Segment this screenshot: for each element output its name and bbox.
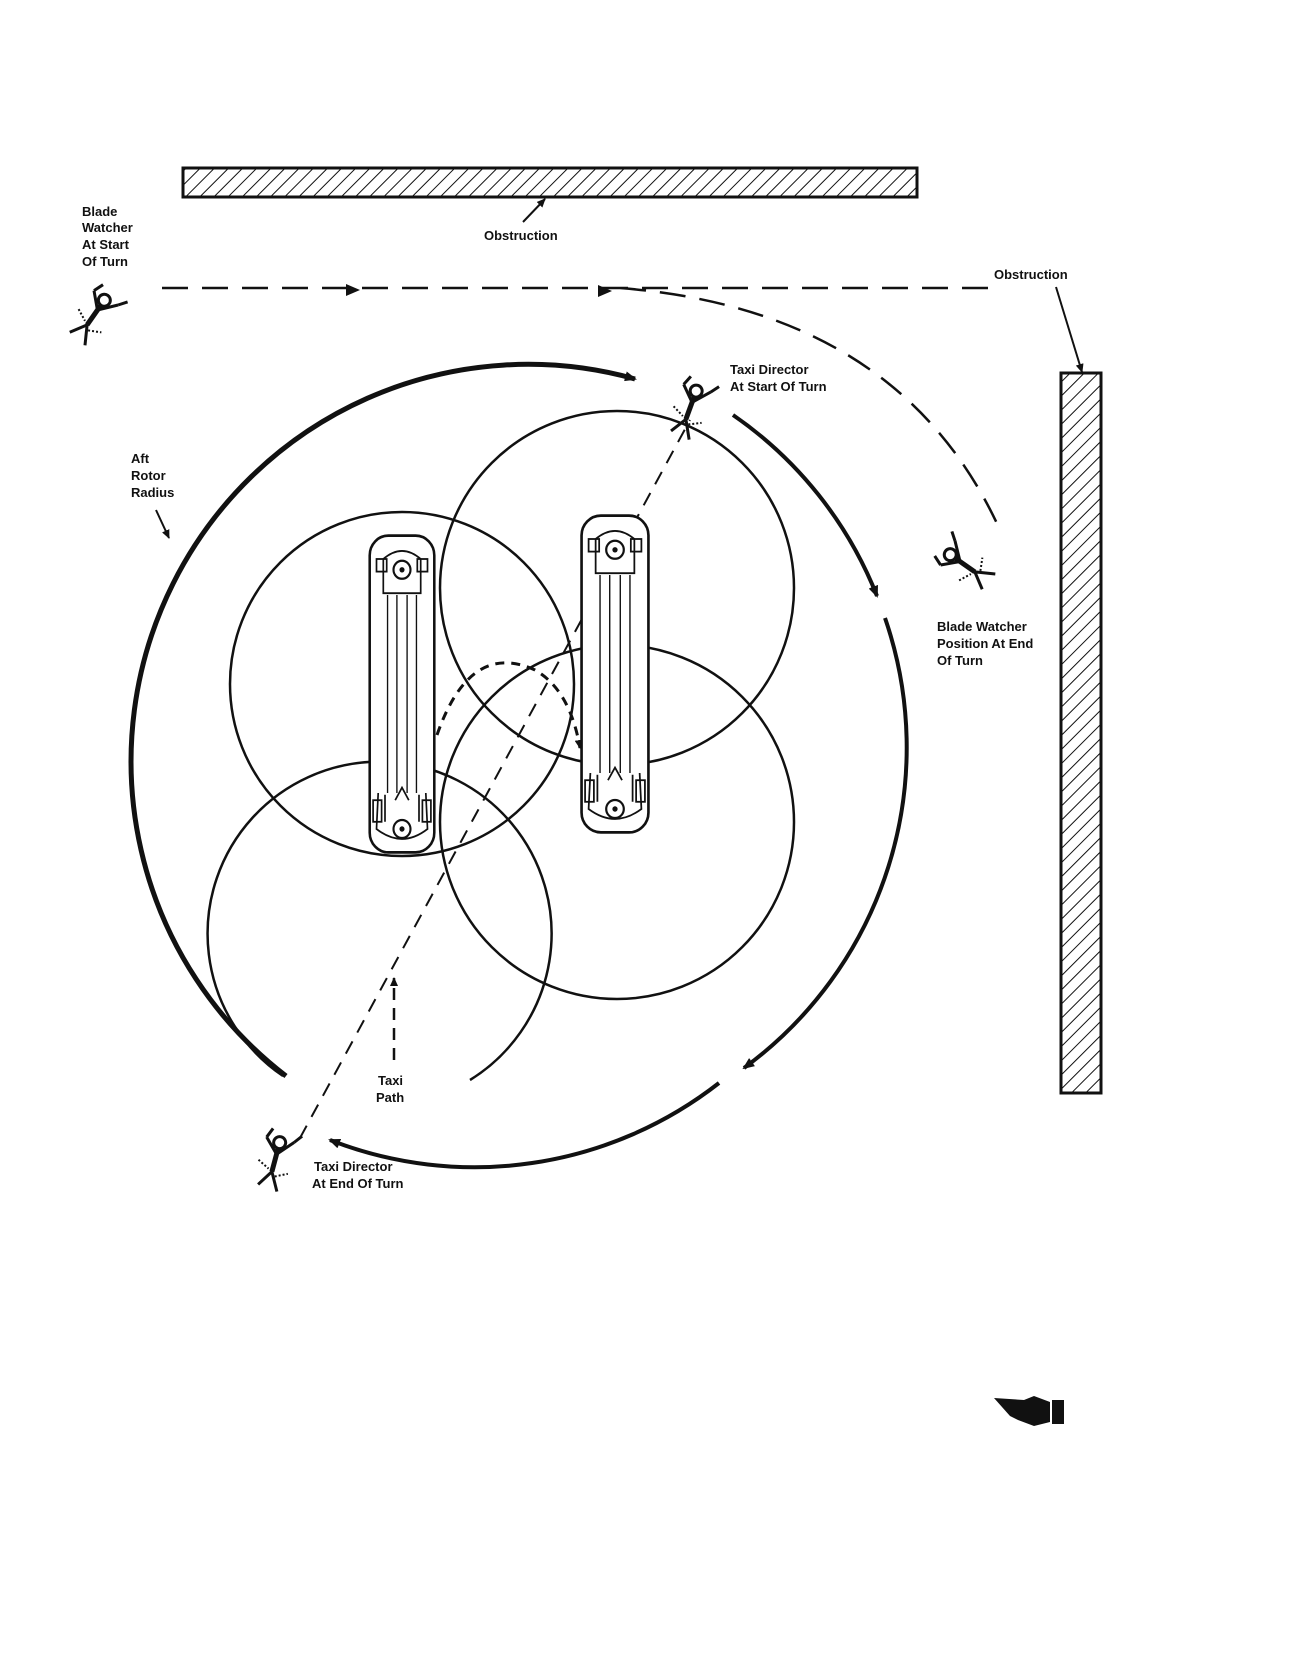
obstruction-top-leader	[522, 198, 546, 223]
obstruction-right-leader	[1055, 286, 1084, 373]
taxi-director-start-label: Taxi Director At Start Of Turn	[730, 362, 827, 394]
taxi-director-end-label: Taxi Director At End Of Turn	[312, 1159, 404, 1191]
blade-watcher-path-arrow-1	[346, 284, 360, 296]
blade-watcher-end-figure	[931, 531, 1001, 595]
aft-rotor-radius-arc-left	[128, 361, 637, 1078]
blade-watcher-start-label: Blade Watcher At Start Of Turn	[82, 204, 136, 269]
helicopter-end-position	[580, 514, 650, 834]
blade-watcher-end-label: Blade Watcher Position At End Of Turn	[937, 619, 1037, 668]
aft-rotor-radius-arc-upper-right	[731, 413, 879, 598]
aft-rotor-radius-leader	[155, 509, 170, 539]
taxi-director-end-figure	[252, 1127, 302, 1194]
blade-watcher-start-figure	[64, 281, 128, 351]
blade-watcher-path-arrow-2	[598, 285, 612, 297]
pointing-hand-icon	[994, 1396, 1064, 1426]
obstruction-top-label: Obstruction	[484, 228, 558, 243]
obstruction-wall-right	[1059, 371, 1103, 1095]
blade-watcher-path	[162, 286, 1002, 531]
rotor-disk-middle-left	[228, 510, 576, 858]
taxi-path-label: Taxi Path	[376, 1073, 407, 1105]
helicopter-start-position	[368, 534, 436, 854]
turn-path-dashed-arc	[435, 661, 583, 749]
aft-rotor-radius-label: Aft Rotor Radius	[131, 451, 174, 500]
aft-rotor-radius-arc-right	[742, 617, 909, 1070]
obstruction-right-label: Obstruction	[994, 267, 1068, 282]
aft-rotor-radius-arc-bottom	[328, 1081, 721, 1170]
taxi-director-start-figure	[665, 374, 719, 443]
obstruction-wall-top	[181, 166, 919, 199]
